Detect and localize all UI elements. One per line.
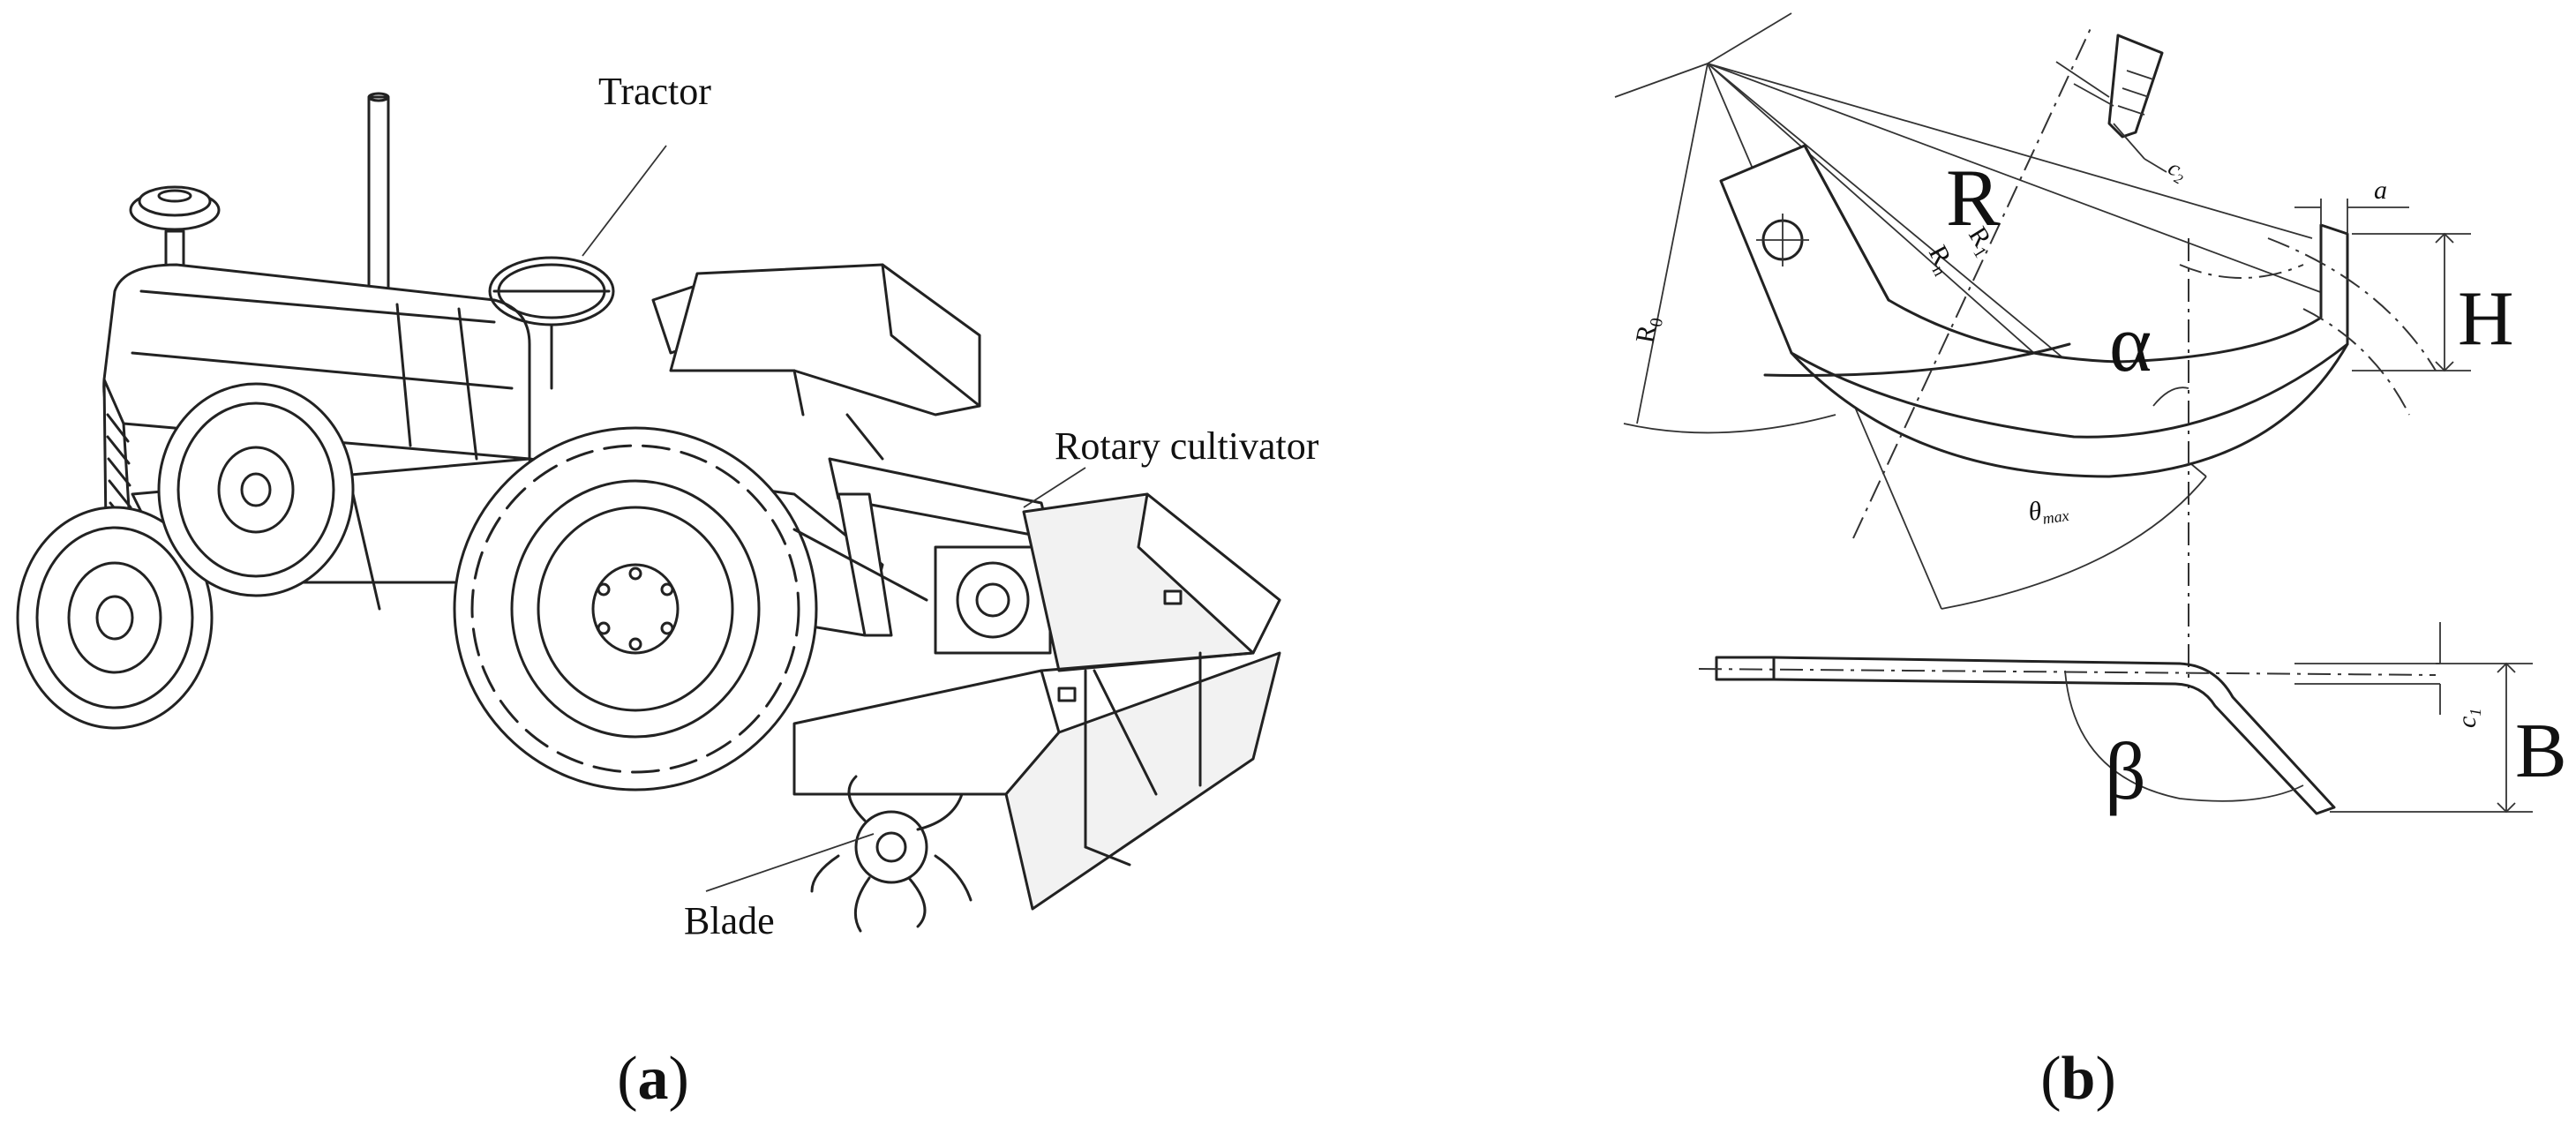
- rear-fender: [669, 263, 981, 416]
- label-c2: c2: [2163, 154, 2192, 187]
- centre-lines: [1852, 26, 2437, 688]
- exhaust-pipe: [367, 95, 390, 319]
- air-cleaner: [129, 185, 221, 295]
- cutting-edge-detail: [2055, 34, 2167, 173]
- blade-side-view: [1719, 144, 2349, 478]
- a-dimension: [2294, 199, 2409, 234]
- b-dimension: [2330, 662, 2533, 814]
- blade-label: Blade: [684, 899, 775, 942]
- blade-leader-line: [705, 833, 875, 892]
- rear-wheel: [453, 426, 818, 792]
- label-R: R: [1946, 153, 2001, 243]
- cultivator-leader-line: [1023, 467, 1086, 508]
- tractor-label: Tractor: [598, 70, 711, 113]
- gearbox: [934, 545, 1052, 655]
- rotation-radii: [1614, 12, 2331, 610]
- beta-arc: [2064, 670, 2304, 802]
- front-wheel-left: [16, 506, 214, 730]
- front-wheel-right: [157, 382, 355, 597]
- three-point-hitch: [792, 413, 1052, 637]
- blade-rotor: [810, 775, 973, 933]
- label-B: B: [2515, 709, 2567, 794]
- label-c1: c1: [2452, 709, 2484, 728]
- label-beta: β: [2105, 726, 2146, 816]
- steering-wheel: [488, 256, 615, 390]
- panel-b-blade-geometry: R R0 Rn R1 α H a θmax β B c1 c2: [1614, 12, 2567, 816]
- label-theta-max: θmax: [2026, 492, 2069, 529]
- panel-b-caption: (b): [2040, 1045, 2116, 1113]
- label-H: H: [2458, 276, 2514, 362]
- h-dimension: [2352, 232, 2471, 372]
- tractor-leader-line: [582, 145, 667, 257]
- label-a: a: [2374, 176, 2387, 205]
- rotary-cultivator-label: Rotary cultivator: [1055, 424, 1319, 468]
- rotary-cultivator-housing: [792, 492, 1281, 911]
- label-Rn: Rn: [1919, 241, 1961, 280]
- blade-top-view: [1698, 656, 2440, 815]
- label-R0: R0: [1630, 314, 1667, 346]
- panel-a-caption: (a): [617, 1045, 689, 1113]
- theta-max-arc: [1941, 476, 2207, 610]
- label-alpha: α: [2109, 298, 2152, 388]
- r0-arc: [1623, 414, 1836, 434]
- panel-a-tractor-drawing: Tractor Rotary cultivator Blade: [16, 70, 1319, 942]
- alpha-arc: [2152, 386, 2189, 407]
